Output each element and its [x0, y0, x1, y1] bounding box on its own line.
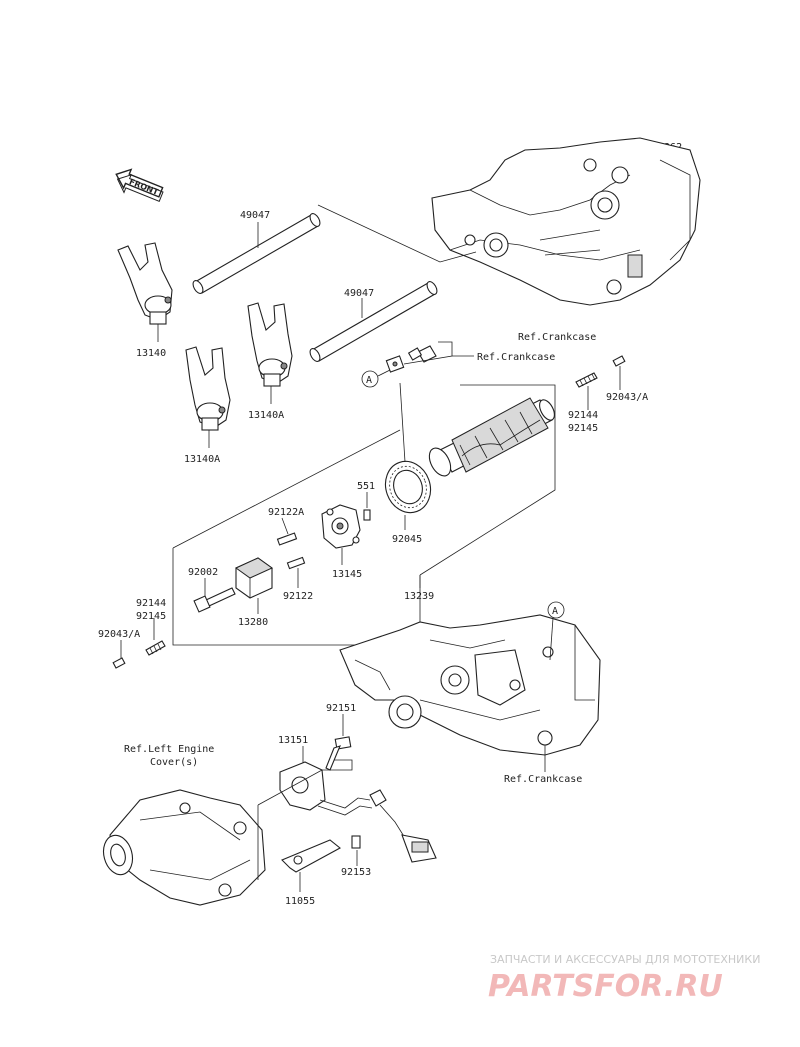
gear-position-sensor	[279, 761, 437, 863]
pin-92122	[286, 556, 306, 570]
marker-a-lower: A	[547, 601, 565, 619]
frame-line-1	[172, 429, 401, 549]
callout-92153: 92153	[341, 867, 371, 878]
bolt-92151	[325, 736, 352, 771]
watermark-brand: PARTSFOR.RU	[488, 969, 723, 1004]
callout-13280: 13280	[238, 617, 268, 628]
bearing	[384, 460, 432, 514]
left-engine-cover	[102, 789, 266, 906]
callout-13140a-left: 13140A	[184, 454, 220, 465]
pin-92122a	[276, 532, 298, 546]
callout-92122: 92122	[283, 591, 313, 602]
callout-13145: 13145	[332, 569, 362, 580]
callout-92145-right: 92145	[568, 423, 598, 434]
callout-13140a-right: 13140A	[248, 410, 284, 421]
hex-collar	[235, 557, 273, 599]
callout-13140: 13140	[136, 348, 166, 359]
bolt-92002	[193, 587, 236, 613]
frame-line-2	[172, 548, 421, 646]
callout-ref-left-cover-line1: Ref.Left Engine	[124, 744, 214, 755]
shift-fork-13140a-left	[185, 346, 231, 431]
bolt-92153	[351, 835, 361, 849]
svg-text:A: A	[366, 375, 372, 386]
callout-49047-top: 49047	[240, 210, 270, 221]
crankcase-lower	[339, 614, 601, 756]
callout-ref-crankcase-top: Ref.Crankcase	[518, 332, 596, 343]
clamp-11055	[281, 839, 341, 873]
leader-rod-to-case	[317, 204, 477, 263]
shift-fork-13140	[117, 242, 173, 325]
watermark-tagline: ЗАПЧАСТИ И АКСЕССУАРЫ ДЛЯ МОТОТЕХНИКИ	[490, 953, 760, 966]
shift-drum	[428, 397, 555, 477]
callout-92145-left: 92145	[136, 611, 166, 622]
shift-fork-13140a-right	[247, 302, 293, 387]
callout-92144-left: 92144	[136, 598, 166, 609]
callout-ref-crankcase-mid: Ref.Crankcase	[477, 352, 555, 363]
callout-92002: 92002	[188, 567, 218, 578]
crankcase-upper	[431, 137, 701, 306]
callout-92043a-left: 92043/A	[98, 629, 140, 640]
shift-rod-upper	[192, 213, 321, 294]
callout-49047-mid: 49047	[344, 288, 374, 299]
callout-92144-right: 92144	[568, 410, 598, 421]
callout-ref-left-cover-line2: Cover(s)	[150, 757, 198, 768]
callout-92151: 92151	[326, 703, 356, 714]
shift-rod-lower	[309, 281, 438, 362]
frame-line-3	[419, 384, 556, 576]
callout-13239: 13239	[404, 591, 434, 602]
pin-551	[363, 509, 371, 521]
spring-pin-right	[575, 355, 626, 388]
callout-13151: 13151	[278, 735, 308, 746]
callout-92045: 92045	[392, 534, 422, 545]
callout-92043a-right: 92043/A	[606, 392, 648, 403]
bolt-ref-crankcase	[385, 345, 437, 373]
marker-a-upper: A	[361, 370, 379, 388]
callout-11055: 11055	[285, 896, 315, 907]
front-arrow-icon: FRONT	[115, 168, 164, 202]
spring-pin-left	[112, 640, 166, 669]
callout-ref-crankcase-bottom: Ref.Crankcase	[504, 774, 582, 785]
drum-cam	[321, 504, 361, 549]
callout-551: 551	[357, 481, 375, 492]
svg-text:A: A	[552, 606, 558, 617]
callout-92122a: 92122A	[268, 507, 304, 518]
